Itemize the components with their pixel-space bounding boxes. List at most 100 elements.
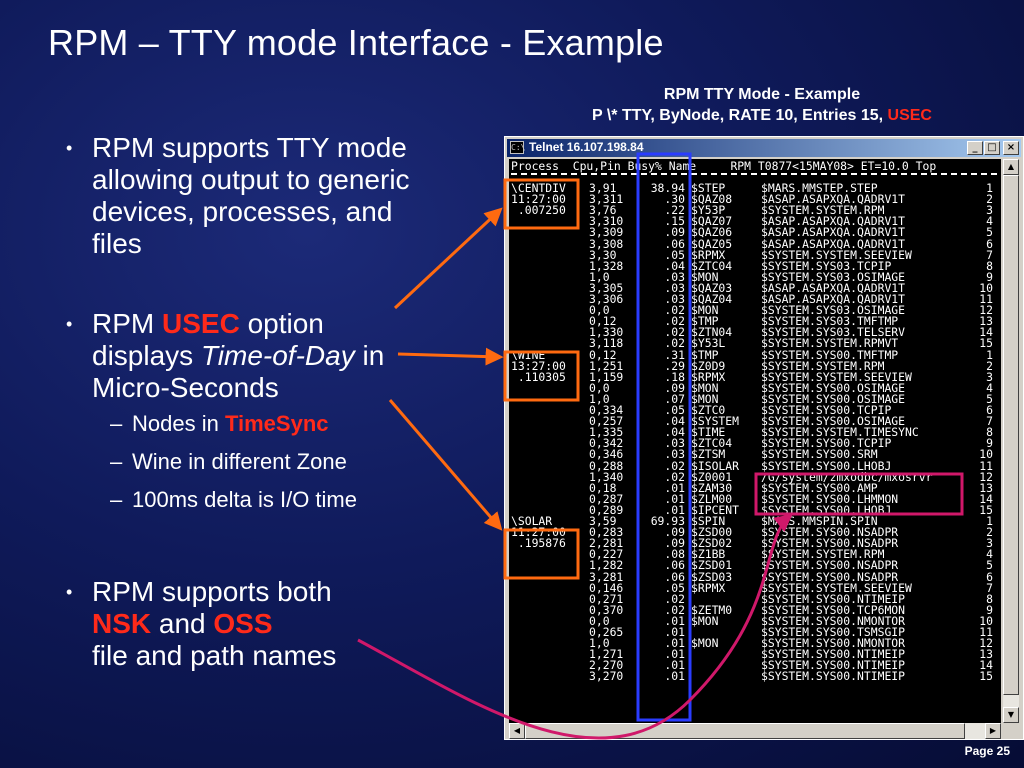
top-rank-cell: 7 — [986, 414, 993, 429]
process-name-cell: $MON — [691, 269, 719, 284]
horizontal-scrollbar[interactable]: ◀ ▶ — [509, 723, 1001, 739]
top-rank-cell: 10 — [979, 613, 993, 628]
top-rank-cell: 4 — [986, 547, 993, 562]
program-cell: $SYSTEM.SYS00.NTIMEIP — [761, 658, 906, 673]
top-rank-cell: 13 — [979, 314, 993, 329]
program-cell: $SYSTEM.SYS03.TMFTMP — [761, 314, 899, 329]
process-name-cell: $ZLM00 — [691, 491, 733, 506]
program-cell: $SYSTEM.SYSTEM.SEEVIEW — [761, 247, 912, 262]
cpu-pin-cell: 3,308 — [589, 236, 624, 251]
sub-text: Nodes in — [132, 411, 225, 436]
top-rank-cell: 3 — [986, 369, 993, 384]
cpu-pin-cell: 3,309 — [589, 225, 624, 240]
program-cell: $SYSTEM.SYS00.NSADPR — [761, 525, 899, 540]
program-cell: $SYSTEM.SYS03.TCPIP — [761, 258, 892, 273]
bullet-tty-support: • RPM supports TTY mode allowing output … — [62, 132, 432, 260]
vertical-scroll-thumb[interactable] — [1003, 175, 1019, 695]
process-name-cell: $ISOLAR — [691, 458, 740, 473]
cpu-pin-cell: 3,305 — [589, 280, 624, 295]
program-cell: $SYSTEM.SYS00.OSIMAGE — [761, 414, 906, 429]
top-rank-cell: 8 — [986, 591, 993, 606]
program-cell: $SYSTEM.SYS00.SRM — [761, 447, 878, 462]
horizontal-scroll-thumb[interactable] — [525, 723, 965, 739]
bullet-list: • RPM supports TTY mode allowing output … — [62, 132, 422, 672]
sub-bullet-delta: –100ms delta is I/O time — [62, 486, 422, 514]
process-name-cell: $SYSTEM — [691, 414, 740, 429]
cpu-pin-cell: 1,0 — [589, 391, 610, 406]
cpu-pin-cell: 3,76 — [589, 203, 617, 218]
top-rank-cell: 6 — [986, 403, 993, 417]
scroll-right-icon[interactable]: ▶ — [985, 723, 1001, 739]
program-cell: $SYSTEM.SYS00.NMONTOR — [761, 636, 906, 651]
terminal-icon: C:\ — [510, 141, 526, 154]
time-of-day-italic: Time-of-Day — [200, 340, 355, 371]
process-name-cell: $Y53P — [691, 203, 726, 218]
top-rank-cell: 10 — [979, 280, 993, 295]
cpu-pin-cell: 1,251 — [589, 358, 624, 373]
minimize-button[interactable]: _ — [967, 141, 983, 155]
window-titlebar[interactable]: C:\ Telnet 16.107.198.84 _ □ × — [507, 139, 1021, 157]
cpu-pin-cell: 1,330 — [589, 325, 624, 340]
header-rule — [511, 173, 997, 175]
scroll-up-icon[interactable]: ▲ — [1003, 159, 1019, 175]
scroll-down-icon[interactable]: ▼ — [1003, 707, 1019, 723]
process-name-cell: $MON — [691, 303, 719, 318]
program-cell: $SYSTEM.SYS03.OSIMAGE — [761, 303, 906, 318]
process-name-cell: $ZTN04 — [691, 325, 733, 340]
sub-dash: – — [110, 449, 123, 474]
usec-highlight: USEC — [162, 308, 240, 339]
cpu-pin-cell: 3,306 — [589, 292, 624, 306]
top-rank-cell: 9 — [986, 602, 993, 617]
cpu-pin-cell: 3,91 — [589, 181, 617, 195]
program-cell: $SYSTEM.SYS00.NTIMEIP — [761, 591, 906, 606]
program-cell: $ASAP.ASAPXQA.QADRV1T — [761, 280, 906, 295]
vertical-scrollbar[interactable]: ▲ ▼ — [1003, 159, 1019, 723]
close-button[interactable]: × — [1003, 141, 1019, 155]
process-name-cell: $MON — [691, 391, 719, 406]
process-name-cell: $Y53L — [691, 336, 726, 351]
program-cell: $SYSTEM.SYSTEM.SEEVIEW — [761, 580, 912, 595]
cpu-pin-cell: 0,257 — [589, 414, 624, 429]
cpu-pin-cell: 1,335 — [589, 425, 624, 440]
process-name-cell: $TMP — [691, 314, 719, 329]
bullet-mid: and — [151, 608, 214, 639]
busy-cell: .01 — [664, 669, 685, 684]
program-cell: $SYSTEM.SYS00.TCPIP — [761, 436, 892, 451]
terminal-output[interactable]: Process Cpu,Pin Busy% Name RPM T0877<15M… — [509, 159, 1001, 723]
program-cell: $SYSTEM.SYS00.OSIMAGE — [761, 391, 906, 406]
cpu-pin-cell: 3,30 — [589, 247, 617, 262]
program-cell: $SYSTEM.SYS00.NSADPR — [761, 558, 899, 573]
program-cell: $ASAP.ASAPXQA.QADRV1T — [761, 225, 906, 240]
scroll-left-icon[interactable]: ◀ — [509, 723, 525, 739]
cpu-pin-cell: 0,18 — [589, 480, 617, 495]
cpu-pin-cell: 1,0 — [589, 269, 610, 284]
page-number: Page 25 — [964, 744, 1010, 758]
program-cell: $ASAP.ASAPXQA.QADRV1T — [761, 236, 906, 251]
program-cell: $SYSTEM.SYS00.NSADPR — [761, 569, 899, 584]
caption-params: P \* TTY, ByNode, RATE 10, Entries 15, — [592, 107, 888, 124]
bullet-suffix: option displays — [92, 308, 324, 371]
process-name-cell: $ZTC04 — [691, 436, 733, 451]
top-rank-cell: 14 — [979, 658, 993, 673]
bullet-usec-option: • RPM USEC option displays Time-of-Day i… — [62, 308, 432, 404]
maximize-button[interactable]: □ — [984, 141, 1000, 155]
timesync-highlight: TimeSync — [224, 411, 329, 436]
program-cell: $SYSTEM.SYS00.TCPIP — [761, 403, 892, 417]
